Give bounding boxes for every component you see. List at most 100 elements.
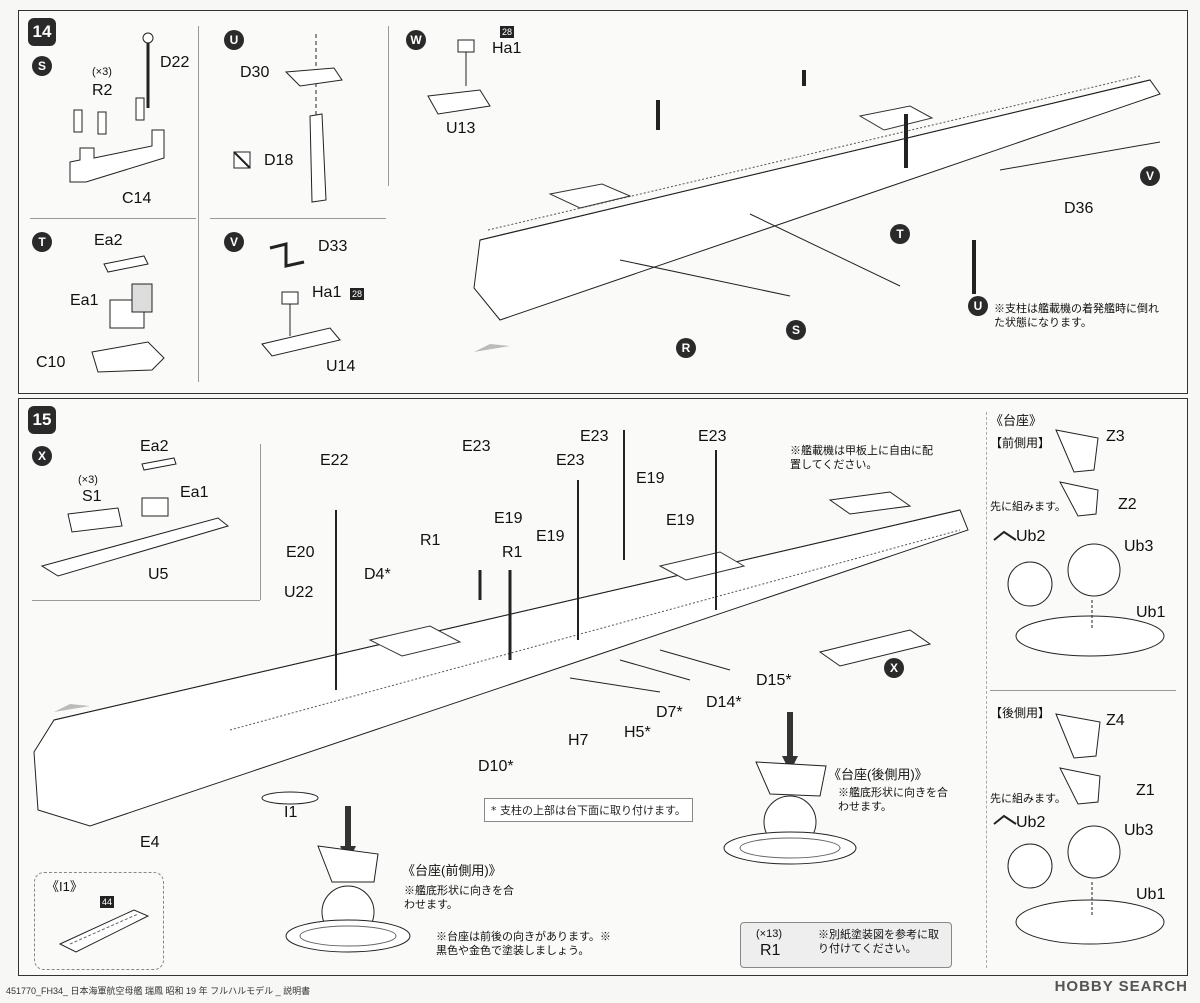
part-number-box: 28 (500, 26, 515, 38)
label-ea2: Ea2 (94, 232, 123, 249)
label-e23: E23 (580, 428, 609, 445)
marker-s: S (786, 320, 806, 340)
pre-assemble-note: 先に組みます。 (990, 501, 1066, 513)
part-u5-drawing (40, 457, 230, 577)
label-ea1: Ea1 (70, 292, 99, 309)
r1-box (740, 922, 952, 968)
label-z4: Z4 (1106, 712, 1125, 729)
step-15-badge: 15 (28, 406, 56, 434)
base-rear-heading: 【後側用】 (990, 706, 1051, 720)
i1-inset-title: 《I1》 (46, 879, 83, 894)
divider (198, 26, 199, 382)
marker-w: W (406, 30, 426, 50)
label-r2: R2 (92, 82, 113, 99)
base-rear-drawing (993, 713, 1165, 945)
label-d4: D4* (364, 566, 391, 583)
label-r1: R1 (420, 532, 441, 549)
label-e20: E20 (286, 544, 315, 561)
marker-t: T (890, 224, 910, 244)
divider (32, 600, 260, 601)
label-qty: (×3) (78, 474, 98, 486)
marker-v: V (1140, 166, 1160, 186)
divider (986, 412, 987, 968)
label-d14: D14* (706, 694, 742, 711)
label-c14: C14 (122, 190, 152, 207)
divider (30, 218, 196, 219)
document-footer: 451770_FH34_ 日本海軍航空母艦 瑞鳳 昭和 19 年 フルハルモデル… (6, 986, 311, 996)
stand-rear-note: ※艦底形状に向きを合わせます。 (838, 787, 948, 813)
label-e23: E23 (462, 438, 491, 455)
step-14-badge: 14 (28, 18, 56, 46)
label-d33: D33 (318, 238, 348, 255)
label-c10: C10 (36, 354, 66, 371)
label-ea1: Ea1 (180, 484, 209, 501)
marker-u: U (224, 30, 244, 50)
part-i1-drawing (58, 909, 150, 953)
label-z3: Z3 (1106, 428, 1125, 445)
label-e19: E19 (636, 470, 665, 487)
label-d7: D7* (656, 704, 683, 721)
label-d22: D22 (160, 54, 190, 71)
label-qty: (×13) (756, 928, 782, 940)
divider (210, 218, 386, 219)
label-e4: E4 (140, 834, 160, 851)
label-ub1: Ub1 (1136, 886, 1166, 903)
label-d30: D30 (240, 64, 270, 81)
marker-r: R (676, 338, 696, 358)
marker-x: X (884, 658, 904, 678)
label-d18: D18 (264, 152, 294, 169)
label-d36: D36 (1064, 200, 1094, 217)
base-front-heading: 【前側用】 (990, 436, 1051, 450)
stand-rear-drawing (723, 712, 857, 865)
label-u22: U22 (284, 584, 314, 601)
stand-notes: ※台座は前後の向きがあります。※黒色や金色で塗装しましょう。 (436, 931, 611, 957)
label-d10: D10* (478, 758, 514, 775)
label-r1: R1 (760, 942, 781, 959)
part-c10-drawing (91, 255, 165, 373)
marker-u: U (968, 296, 988, 316)
label-ub1: Ub1 (1136, 604, 1166, 621)
label-u13: U13 (446, 120, 476, 137)
label-h5: H5* (624, 724, 651, 741)
label-z2: Z2 (1118, 496, 1137, 513)
base-title: 《台座》 (990, 413, 1043, 428)
label-e23: E23 (556, 452, 585, 469)
strut-note-box: * 支柱の上部は台下面に取り付けます。 (484, 798, 693, 822)
label-d15: D15* (756, 672, 792, 689)
marker-t: T (32, 232, 52, 252)
part-c14-drawing (69, 32, 165, 183)
label-s1: S1 (82, 488, 102, 505)
base-front-drawing (993, 429, 1165, 657)
r1-note: ※別紙塗装図を参考に取り付けてください。 (818, 929, 939, 955)
part-d30-drawing (233, 34, 343, 203)
step14-ship-drawing (473, 70, 1161, 352)
watermark-logo: HOBBY SEARCH (1054, 978, 1188, 995)
marker-v: V (224, 232, 244, 252)
part-number-box: 44 (100, 896, 115, 908)
label-u14: U14 (326, 358, 356, 375)
label-r1: R1 (502, 544, 523, 561)
strut-note: ※支柱は艦載機の着発艦時に倒れた状態になります。 (994, 303, 1159, 329)
label-i1: I1 (284, 804, 298, 821)
step15-ship-drawing (33, 430, 969, 827)
part-u13-drawing (427, 39, 491, 115)
label-u5: U5 (148, 566, 169, 583)
stand-front-title: 《台座(前側用)》 (402, 863, 502, 878)
divider (260, 444, 261, 600)
label-e19: E19 (536, 528, 565, 545)
label-qty: (×3) (92, 66, 112, 78)
marker-x: X (32, 446, 52, 466)
label-e19: E19 (666, 512, 695, 529)
marker-s: S (32, 56, 52, 76)
part-u14-drawing (261, 242, 341, 357)
label-e19: E19 (494, 510, 523, 527)
label-h7: H7 (568, 732, 589, 749)
divider (990, 690, 1176, 691)
label-z1: Z1 (1136, 782, 1155, 799)
label-ub3: Ub3 (1124, 822, 1154, 839)
divider (388, 26, 389, 186)
label-ub3: Ub3 (1124, 538, 1154, 555)
label-ha1: Ha1 (492, 40, 522, 57)
part-number-box: 28 (350, 288, 365, 300)
label-e22: E22 (320, 452, 349, 469)
